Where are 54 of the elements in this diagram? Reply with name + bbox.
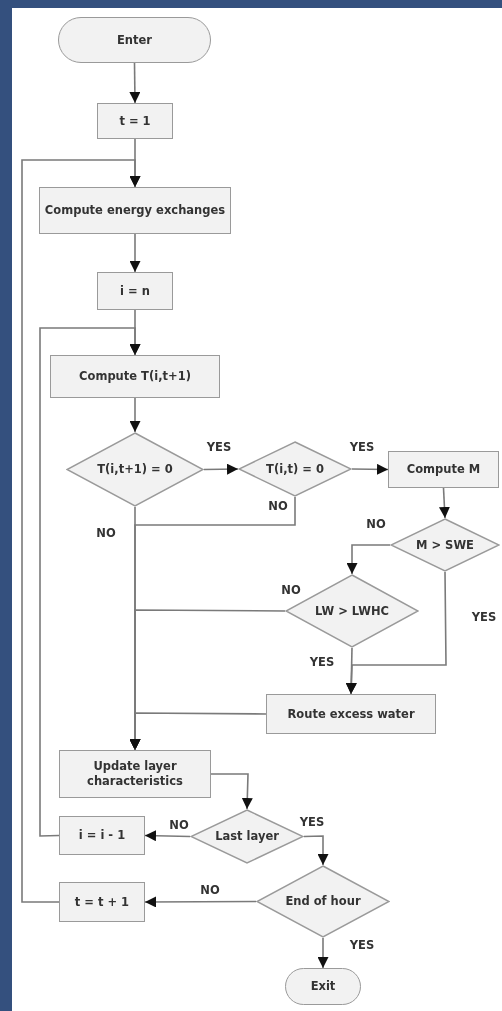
arrow — [351, 463, 389, 475]
process-box — [97, 272, 173, 310]
process-box — [50, 355, 220, 398]
arrow — [303, 835, 329, 866]
step-text: t = 1 — [118, 113, 152, 129]
step-text: Enter — [116, 32, 153, 48]
edge-label: YES — [298, 815, 326, 829]
arrow — [438, 487, 450, 519]
arrow — [346, 544, 391, 575]
arrow — [129, 62, 141, 104]
step-text: t = t + 1 — [73, 894, 131, 910]
step-text: Update layer characteristics — [86, 759, 184, 789]
arrow — [345, 647, 357, 695]
condition-text: End of hour — [284, 894, 362, 909]
condition-text: LW > LWHC — [314, 603, 390, 619]
arrow — [129, 712, 267, 751]
process-box — [59, 816, 145, 855]
edge-label: YES — [348, 440, 376, 454]
edge-label: NO — [267, 499, 289, 513]
edge-label: YES — [348, 938, 376, 952]
edge-label: NO — [168, 818, 190, 832]
process-box — [59, 882, 145, 922]
condition-text: Last layer — [214, 829, 280, 844]
edge-label: NO — [365, 517, 387, 531]
arrow — [210, 773, 253, 810]
step-text: Route excess water — [286, 706, 416, 722]
edge-label: YES — [308, 655, 336, 669]
step-text: Exit — [309, 979, 337, 994]
step-text: i = n — [119, 283, 151, 299]
process-box — [266, 694, 436, 734]
process-box — [39, 187, 231, 234]
step-text: i = i - 1 — [77, 828, 127, 843]
arrow — [144, 830, 191, 842]
condition-text: T(i,t) = 0 — [265, 461, 325, 477]
step-text: Compute T(i,t+1) — [78, 369, 192, 384]
arrow — [129, 397, 141, 433]
edge-label: NO — [95, 526, 117, 540]
step-text: Compute M — [405, 462, 482, 477]
step-text: Compute energy exchanges — [43, 203, 227, 218]
process-box — [59, 750, 211, 798]
edge-label: NO — [280, 583, 302, 597]
arrow — [129, 233, 141, 273]
condition-text: T(i,t+1) = 0 — [96, 462, 174, 477]
arrow — [21, 159, 141, 903]
process-box — [97, 103, 173, 139]
arrow — [144, 896, 257, 908]
arrow — [203, 463, 239, 475]
process-box — [388, 451, 499, 488]
arrow — [39, 327, 141, 837]
condition-text: M > SWE — [415, 537, 475, 553]
edge-label: NO — [199, 883, 221, 897]
edge-label: YES — [470, 610, 498, 624]
arrow — [317, 937, 329, 969]
edge-label: YES — [205, 440, 233, 454]
